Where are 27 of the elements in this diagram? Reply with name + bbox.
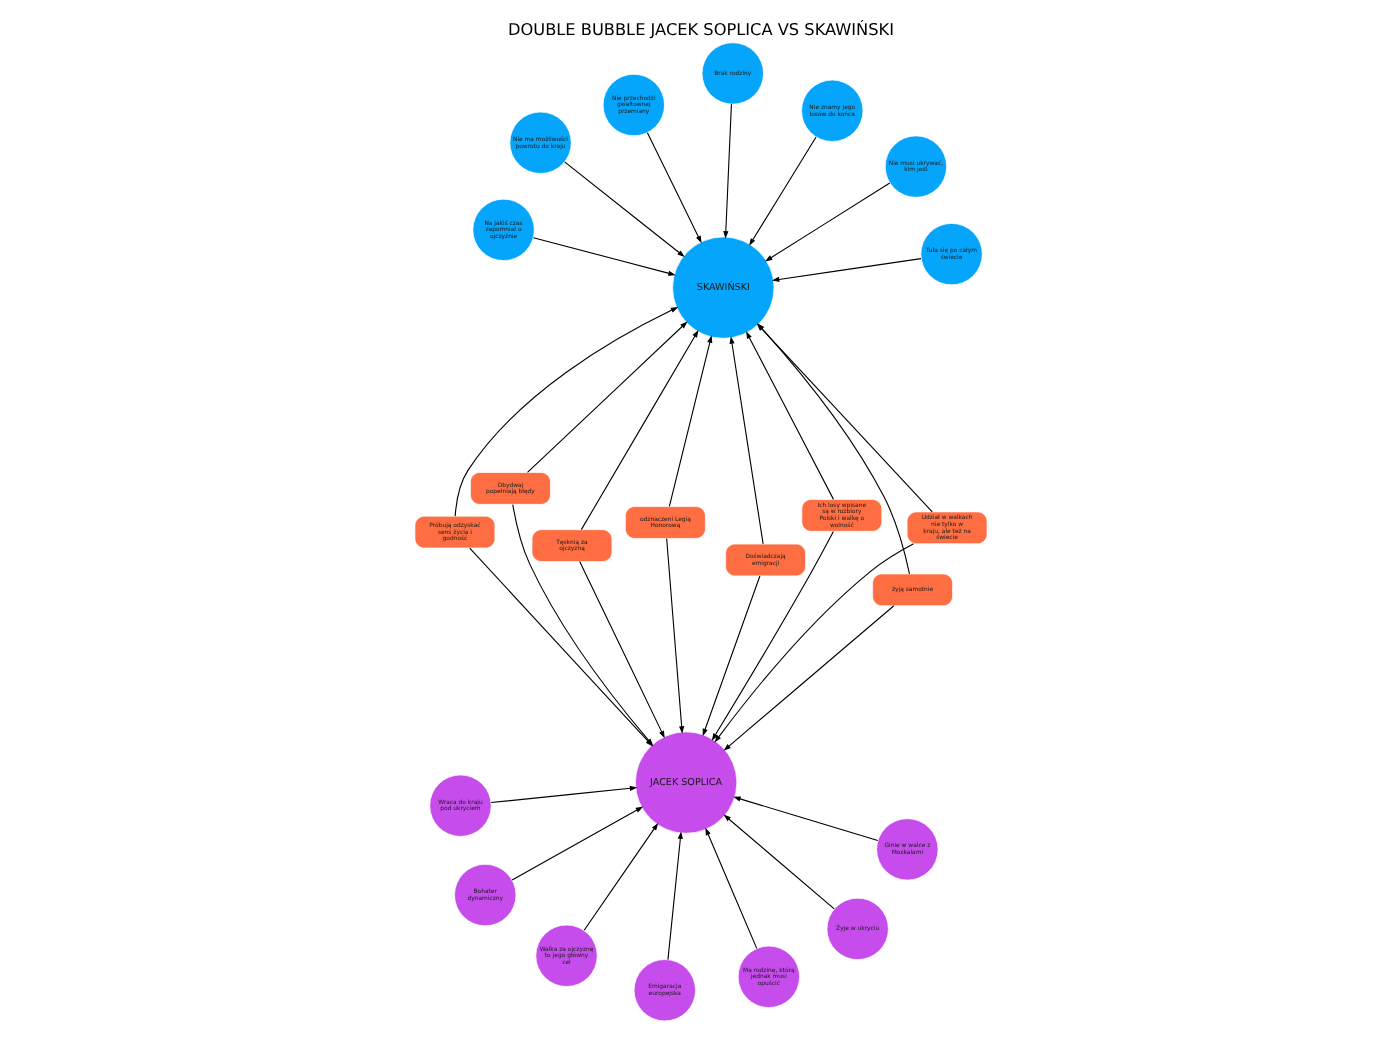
arrow (667, 335, 712, 507)
arrow (770, 258, 921, 282)
arrow (745, 331, 834, 500)
arrow (704, 827, 757, 949)
arrow (722, 605, 894, 751)
arrow (665, 538, 684, 734)
arrow (531, 237, 675, 276)
arrow (722, 103, 731, 239)
arrow (525, 321, 687, 473)
arrow (722, 814, 834, 910)
arrow (713, 543, 914, 743)
arrow (579, 330, 698, 531)
arrow (710, 530, 833, 741)
arrow (453, 307, 678, 517)
arrow (666, 831, 682, 961)
arrow (728, 336, 763, 545)
arrow (764, 182, 890, 262)
arrow (701, 575, 760, 737)
arrow (645, 132, 701, 244)
diagram-title: DOUBLE BUBBLE JACEK SOPLICA VS SKAWIŃSKI (506, 19, 894, 40)
arrow (510, 806, 643, 881)
arrow (748, 136, 816, 246)
arrow (563, 161, 684, 258)
arrow (489, 785, 637, 804)
arrow (732, 796, 878, 841)
arrow (578, 560, 664, 739)
arrow (582, 822, 658, 931)
